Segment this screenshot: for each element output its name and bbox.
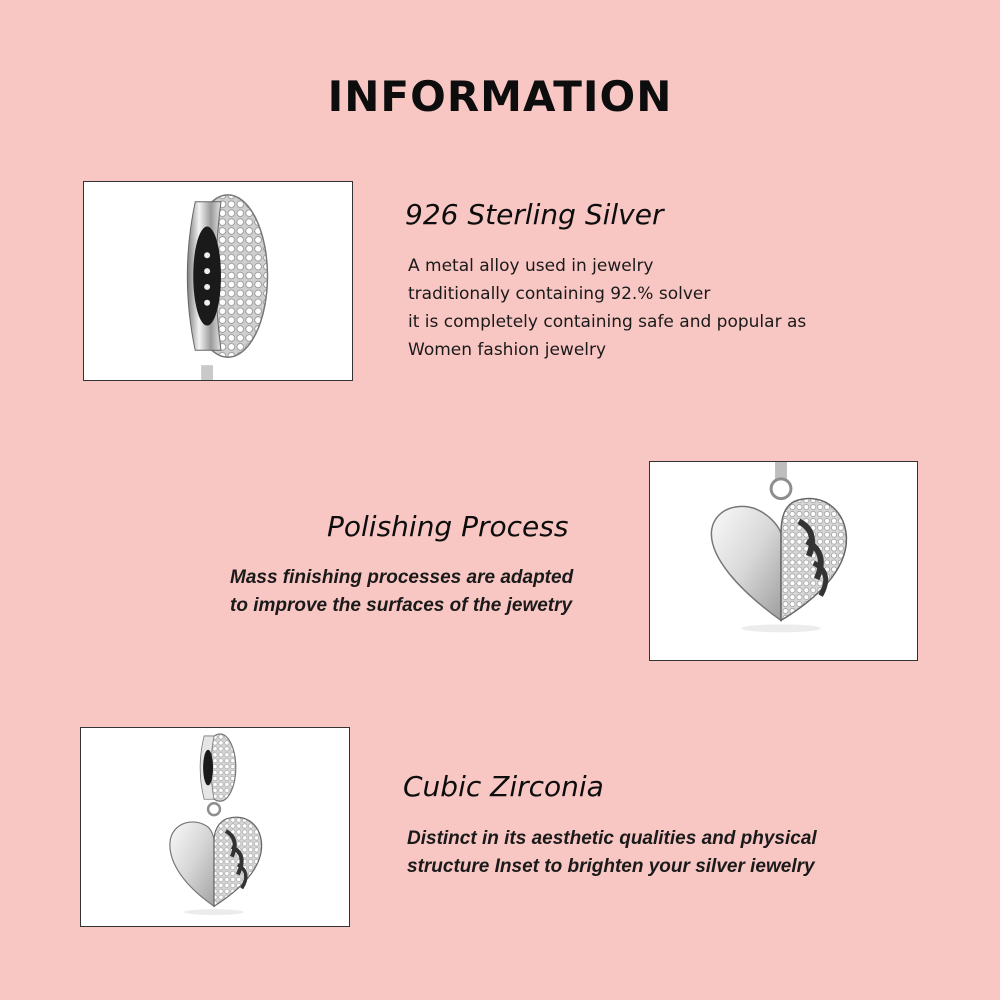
section-text-sterling-silver: A metal alloy used in jewelry traditiona…: [408, 252, 806, 364]
section-heading-cubic-zirconia: Cubic Zirconia: [403, 770, 604, 803]
heart-pendant-icon: [710, 462, 848, 633]
section-heading-polishing-process: Polishing Process: [327, 510, 569, 543]
text-line: traditionally containing 92.% solver: [408, 284, 711, 304]
heart-dangle-icon: [169, 733, 263, 916]
section-text-cubic-zirconia: Distinct in its aesthetic qualities and …: [407, 825, 817, 881]
text-line: to improve the surfaces of the jewetry: [230, 595, 573, 616]
section-heading-sterling-silver: 926 Sterling Silver: [405, 198, 664, 231]
text-line: Women fashion jewelry: [408, 340, 607, 360]
text-line: A metal alloy used in jewelry: [408, 256, 654, 276]
angel-wing-heart-pendant-photo: [649, 461, 918, 661]
heart-dangle-charm-photo: [80, 727, 350, 927]
text-line: structure Inset to brighten your silver …: [407, 856, 815, 877]
text-line: Distinct in its aesthetic qualities and …: [407, 828, 817, 849]
spacer-ring-icon: [186, 194, 269, 380]
text-line: Mass finishing processes are adapted: [230, 567, 574, 588]
text-line: it is completely containing safe and pop…: [408, 312, 807, 332]
silver-spacer-ring-photo: [83, 181, 353, 381]
section-text-polishing-process: Mass finishing processes are adapted to …: [230, 564, 573, 620]
page-title: INFORMATION: [327, 72, 673, 121]
